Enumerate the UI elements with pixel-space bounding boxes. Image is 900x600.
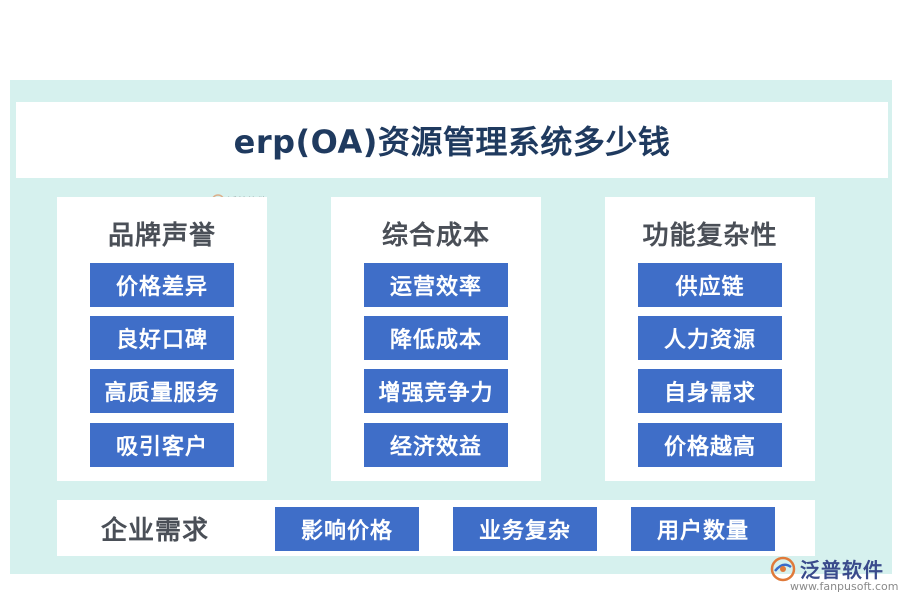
column-heading: 功能复杂性 bbox=[642, 221, 778, 251]
tag-item: 运营效率 bbox=[364, 263, 508, 307]
tag-item: 高质量服务 bbox=[90, 369, 234, 413]
column-heading: 综合成本 bbox=[381, 221, 490, 251]
tag-item: 价格差异 bbox=[90, 263, 234, 307]
tag-item: 吸引客户 bbox=[90, 423, 234, 467]
column-brand-reputation: 品牌声誉 价格差异 良好口碑 高质量服务 吸引客户 bbox=[57, 197, 267, 481]
title-bar: erp(OA)资源管理系统多少钱 bbox=[16, 102, 888, 178]
bottom-heading: 企业需求 bbox=[101, 516, 210, 546]
column-total-cost: 综合成本 运营效率 降低成本 增强竞争力 经济效益 bbox=[331, 197, 541, 481]
diagram-title: erp(OA)资源管理系统多少钱 bbox=[233, 123, 671, 161]
bottom-tag-item: 用户数量 bbox=[631, 507, 775, 551]
tag-item: 增强竞争力 bbox=[364, 369, 508, 413]
bottom-tag-item: 影响价格 bbox=[275, 507, 419, 551]
bottom-bar-enterprise-needs: 企业需求 影响价格 业务复杂 用户数量 bbox=[57, 500, 815, 556]
tag-item: 自身需求 bbox=[638, 369, 782, 413]
tag-item: 价格越高 bbox=[638, 423, 782, 467]
tag-item: 供应链 bbox=[638, 263, 782, 307]
tag-item: 良好口碑 bbox=[90, 316, 234, 360]
tag-item: 经济效益 bbox=[364, 423, 508, 467]
brand-url: www.fanpusoft.com bbox=[790, 580, 899, 593]
brand-logo: 泛普软件 bbox=[770, 554, 884, 583]
column-heading: 品牌声誉 bbox=[107, 221, 216, 251]
fanpu-logo-icon bbox=[770, 556, 796, 581]
bottom-tag-item: 业务复杂 bbox=[453, 507, 597, 551]
brand-logo-text: 泛普软件 bbox=[800, 558, 884, 582]
column-feature-complexity: 功能复杂性 供应链 人力资源 自身需求 价格越高 bbox=[605, 197, 815, 481]
tag-item: 人力资源 bbox=[638, 316, 782, 360]
tag-item: 降低成本 bbox=[364, 316, 508, 360]
